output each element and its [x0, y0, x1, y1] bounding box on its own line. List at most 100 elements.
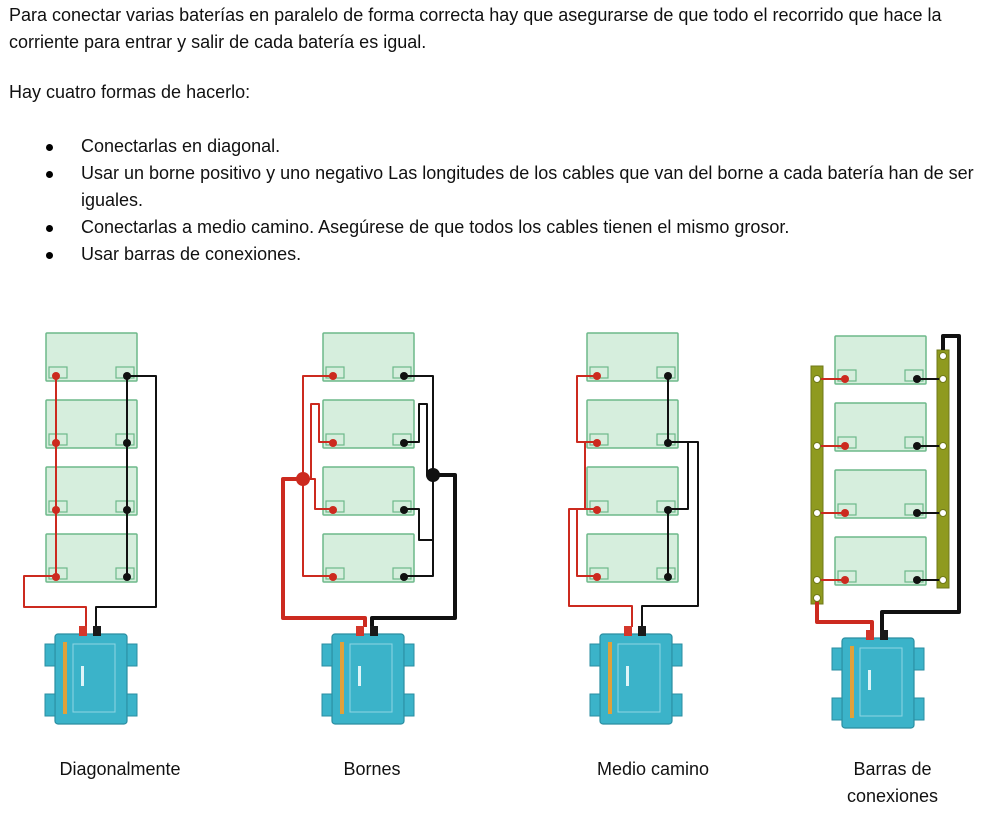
terminal-group	[52, 352, 947, 602]
list-item-text: Usar un borne positivo y uno negativo La…	[81, 163, 974, 210]
terminal-icon	[593, 439, 601, 447]
list-item: Usar barras de conexiones.	[0, 241, 976, 268]
battery-icon	[45, 332, 138, 382]
busbar-icon	[936, 349, 950, 589]
list-item-text: Conectarlas a medio camino. Asegúrese de…	[81, 217, 790, 237]
caption-barras: Barras de conexiones	[846, 759, 939, 806]
terminal-icon	[52, 573, 60, 581]
inverter-icon	[589, 626, 683, 725]
terminal-icon	[52, 439, 60, 447]
terminal-icon	[593, 506, 601, 514]
bolt-icon	[939, 352, 947, 360]
terminal-icon	[664, 372, 672, 380]
positive-wire	[281, 477, 367, 627]
bullet-icon	[46, 144, 53, 151]
wiring-diagrams	[23, 332, 961, 729]
terminal-icon	[913, 509, 921, 517]
battery-icon	[322, 466, 415, 516]
bolt-icon	[939, 509, 947, 517]
terminal-icon	[400, 372, 408, 380]
bolt-icon	[813, 442, 821, 450]
terminal-icon	[841, 576, 849, 584]
method-list: Conectarlas en diagonal. Usar un borne p…	[0, 133, 1000, 268]
positive-wire	[576, 508, 597, 577]
terminal-icon	[841, 375, 849, 383]
terminal-icon	[913, 375, 921, 383]
bullet-icon	[46, 171, 53, 178]
terminal-icon	[593, 573, 601, 581]
busbar-icon	[810, 365, 824, 605]
positive-wire	[302, 479, 333, 577]
battery-icon	[586, 466, 679, 516]
list-item: Conectarlas en diagonal.	[0, 133, 976, 160]
negative-wire	[880, 334, 961, 630]
battery-icon	[586, 399, 679, 449]
battery-icon	[586, 533, 679, 583]
terminal-icon	[123, 506, 131, 514]
terminal-icon	[123, 439, 131, 447]
terminal-icon	[52, 506, 60, 514]
positive-wire	[584, 441, 597, 509]
terminal-icon	[400, 506, 408, 514]
caption-diagonal: Diagonalmente	[59, 759, 181, 779]
terminal-icon	[329, 573, 337, 581]
positive-wire	[302, 375, 333, 479]
battery-icon	[834, 469, 927, 519]
bolt-icon	[939, 576, 947, 584]
list-item-text: Conectarlas en diagonal.	[81, 136, 281, 156]
battery-group	[45, 332, 927, 586]
terminal-icon	[400, 439, 408, 447]
battery-icon	[834, 536, 927, 586]
busbar-group	[810, 349, 950, 605]
bolt-icon	[813, 594, 821, 602]
inverter-icon	[44, 626, 138, 725]
battery-icon	[322, 399, 415, 449]
terminal-icon	[664, 506, 672, 514]
terminal-icon	[329, 372, 337, 380]
terminal-icon	[664, 439, 672, 447]
inverter-icon	[321, 626, 415, 725]
terminal-icon	[52, 372, 60, 380]
terminal-icon	[841, 509, 849, 517]
bolt-icon	[939, 375, 947, 383]
terminal-icon	[296, 472, 310, 486]
terminal-icon	[664, 573, 672, 581]
negative-wire	[404, 375, 434, 475]
subtitle-paragraph: Hay cuatro formas de hacerlo:	[9, 82, 251, 102]
terminal-icon	[123, 372, 131, 380]
bolt-icon	[813, 375, 821, 383]
bullet-icon	[46, 225, 53, 232]
battery-icon	[586, 332, 679, 382]
positive-wire	[23, 376, 87, 627]
battery-icon	[45, 466, 138, 516]
list-item: Conectarlas a medio camino. Asegúrese de…	[0, 214, 976, 241]
terminal-icon	[593, 372, 601, 380]
caption-bornes: Bornes	[343, 759, 401, 779]
battery-icon	[322, 533, 415, 583]
terminal-icon	[400, 573, 408, 581]
negative-wire	[95, 375, 157, 627]
bolt-icon	[939, 442, 947, 450]
inverter-icon	[831, 630, 925, 729]
terminal-icon	[329, 506, 337, 514]
bolt-icon	[813, 576, 821, 584]
terminal-icon	[913, 442, 921, 450]
battery-icon	[322, 332, 415, 382]
battery-icon	[45, 533, 138, 583]
caption-medio-camino: Medio camino	[596, 759, 710, 779]
terminal-icon	[426, 468, 440, 482]
inverter-group	[44, 626, 925, 729]
battery-icon	[834, 402, 927, 452]
negative-wire	[404, 475, 434, 577]
negative-wire	[668, 441, 689, 510]
wire-group	[23, 334, 961, 630]
battery-icon	[45, 399, 138, 449]
battery-icon	[834, 335, 927, 385]
bullet-icon	[46, 252, 53, 259]
negative-wire	[370, 473, 457, 627]
list-item: Usar un borne positivo y uno negativo La…	[0, 160, 976, 214]
terminal-icon	[913, 576, 921, 584]
list-item-text: Usar barras de conexiones.	[81, 244, 302, 264]
intro-paragraph: Para conectar varias baterías en paralel…	[9, 5, 942, 52]
bolt-icon	[813, 509, 821, 517]
